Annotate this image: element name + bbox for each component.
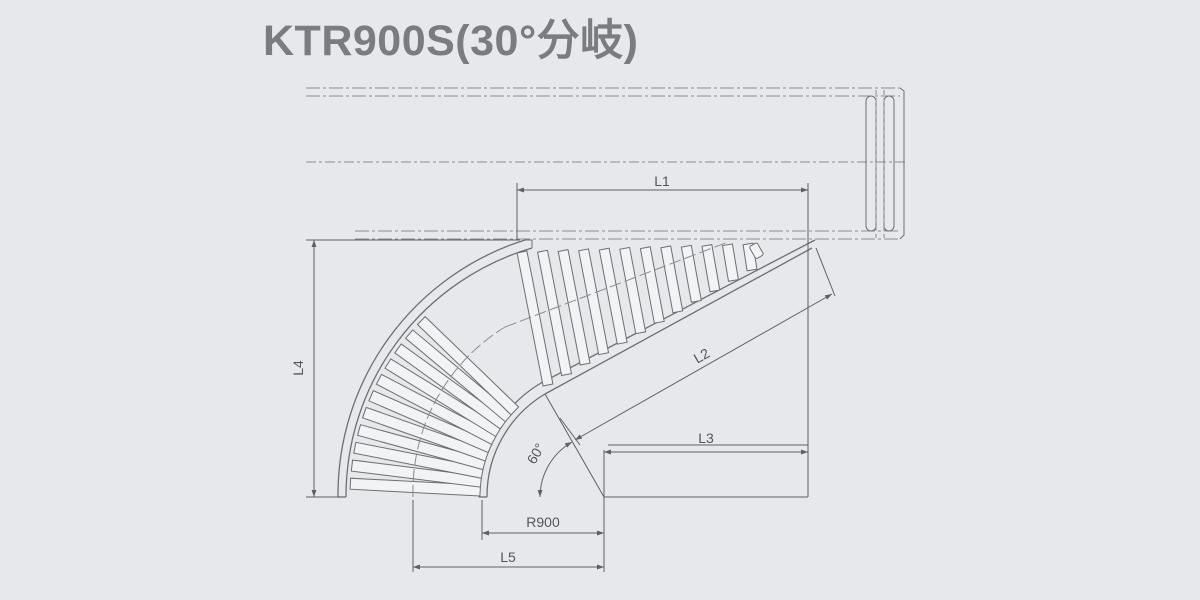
curve-rollers bbox=[349, 242, 764, 497]
roller bbox=[537, 249, 573, 377]
main-straight-conveyor bbox=[306, 87, 905, 240]
roller bbox=[368, 390, 494, 454]
dimension-label-l1: L1 bbox=[654, 173, 670, 189]
roller bbox=[619, 246, 647, 335]
roller bbox=[361, 406, 490, 462]
dimension-label-l2: L2 bbox=[691, 345, 713, 367]
dimension-lines bbox=[306, 183, 836, 572]
dimension-label-angle: 60° bbox=[523, 440, 547, 466]
roller bbox=[639, 246, 665, 324]
dimension-label-l3: L3 bbox=[698, 430, 714, 446]
roller bbox=[394, 343, 508, 430]
dimension-label-l4: L4 bbox=[290, 360, 306, 376]
roller bbox=[404, 329, 514, 423]
dimension-label-radius: R900 bbox=[526, 514, 560, 530]
curve-centerline bbox=[412, 241, 729, 498]
roller bbox=[349, 477, 482, 497]
roller bbox=[660, 245, 684, 314]
page-title: KTR900S(30°分岐) bbox=[263, 17, 639, 65]
roller bbox=[721, 243, 739, 282]
roller bbox=[516, 250, 554, 387]
dimension-label-l5: L5 bbox=[500, 549, 516, 565]
roller bbox=[375, 373, 498, 446]
roller bbox=[701, 244, 721, 293]
roller bbox=[350, 459, 483, 488]
roller bbox=[353, 441, 484, 479]
roller bbox=[680, 244, 702, 303]
roller bbox=[416, 315, 520, 416]
roller bbox=[356, 424, 487, 471]
branch-end-stopper bbox=[749, 242, 764, 259]
roller bbox=[384, 358, 503, 438]
